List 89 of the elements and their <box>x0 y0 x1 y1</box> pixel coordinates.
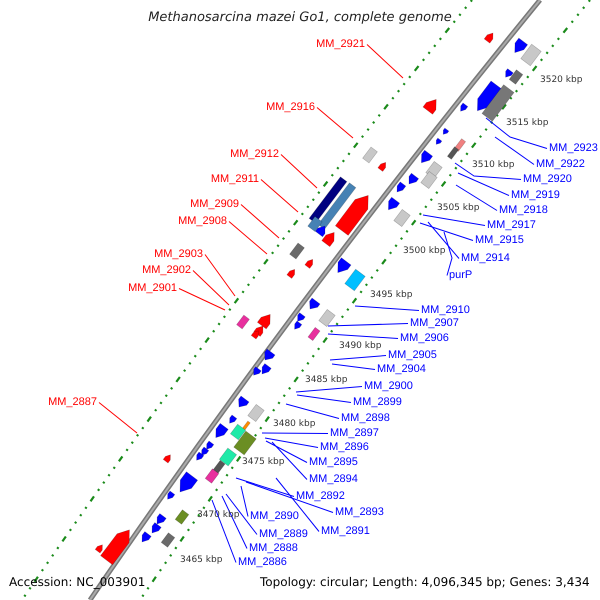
gene-label: MM_2891 <box>321 525 370 538</box>
scale-label: 3515 kbp <box>506 118 548 129</box>
gene-label: MM_2888 <box>249 542 298 555</box>
gene-label: MM_2901 <box>128 282 177 295</box>
scale-label: 3510 kbp <box>472 160 514 171</box>
gene-label: MM_2893 <box>335 506 384 519</box>
leader-line <box>444 232 452 276</box>
leader-line <box>328 323 408 326</box>
leader-line <box>454 162 522 180</box>
gene-label: MM_2898 <box>341 412 390 425</box>
leader-line <box>276 478 320 532</box>
gene-label: MM_2919 <box>511 189 560 202</box>
leader-line <box>420 222 474 241</box>
leader-line <box>240 204 280 238</box>
leader-line <box>226 494 258 535</box>
scale-label: 3480 kbp <box>273 419 316 430</box>
scale-label: 3500 kbp <box>403 246 446 257</box>
gene-label: MM_2905 <box>388 349 437 362</box>
leader-line <box>228 221 268 254</box>
gene-label: MM_2902 <box>142 264 191 277</box>
leader-line <box>178 288 226 310</box>
leader-line <box>330 355 386 360</box>
leader-line <box>428 222 460 259</box>
leader-line <box>456 184 498 211</box>
leader-line <box>286 404 340 419</box>
leader-line <box>280 154 318 188</box>
leader-line <box>264 438 318 448</box>
gene-label: MM_2916 <box>266 101 315 114</box>
leader-line <box>272 442 308 480</box>
leader-line <box>486 118 548 149</box>
leader-line <box>316 107 354 138</box>
gene-label: MM_2903 <box>154 248 203 261</box>
leader-line <box>266 440 308 463</box>
gene-label: purP <box>449 269 472 282</box>
leader-line <box>192 270 230 306</box>
gene-label: MM_2904 <box>377 363 426 376</box>
leader-line <box>366 44 404 78</box>
gene-label: MM_2922 <box>536 158 585 171</box>
gene-label: MM_2918 <box>499 204 548 217</box>
leader-line <box>296 386 362 392</box>
gene-label: MM_2890 <box>250 510 299 523</box>
leader-line <box>422 214 486 226</box>
gene-label: MM_2909 <box>190 198 239 211</box>
gene-label: MM_2920 <box>523 173 572 186</box>
gene-label: MM_2921 <box>316 38 365 51</box>
gene-label: MM_2910 <box>421 304 470 317</box>
leader-line <box>332 364 376 370</box>
leader-line <box>458 172 510 196</box>
gene-label: MM_2897 <box>330 427 379 440</box>
gene-label: MM_2923 <box>549 142 598 155</box>
footer-text: Accession: NC_003901 <box>9 575 146 589</box>
gene-label: MM_2900 <box>364 380 413 393</box>
gene-label: MM_2917 <box>487 219 536 232</box>
leader-line <box>222 496 248 549</box>
gene-label: MM_2896 <box>320 441 369 454</box>
gene-label: MM_2889 <box>259 528 308 541</box>
gene-label: MM_2911 <box>210 173 259 186</box>
gene-label: MM_2892 <box>296 490 345 503</box>
leader-line <box>260 179 298 212</box>
gene-label: MM_2906 <box>400 332 449 345</box>
gene-label: MM_2886 <box>238 556 287 569</box>
leader-line <box>236 478 294 497</box>
gene-label: MM_2908 <box>178 215 227 228</box>
leader-line <box>204 254 236 296</box>
leader-line <box>494 136 534 165</box>
gene-label: MM_2899 <box>353 396 402 409</box>
leader-line <box>354 306 420 311</box>
footer-text: Topology: circular; Length: 4,096,345 bp; Genes: 3,434 <box>260 575 590 589</box>
leader-line <box>296 394 352 403</box>
scale-label: 3505 kbp <box>437 203 480 214</box>
gene-label: MM_2895 <box>309 456 358 469</box>
scale-label: 3520 kbp <box>540 75 582 86</box>
leader-line <box>262 432 328 434</box>
scale-label: 3465 kbp <box>180 555 222 566</box>
scale-label: 3495 kbp <box>370 290 412 301</box>
leader-line <box>98 402 138 434</box>
gene-label: MM_2915 <box>475 234 524 247</box>
gene-label: MM_2887 <box>48 396 97 409</box>
scale-label: 3475 kbp <box>242 457 284 468</box>
gene-label: MM_2914 <box>461 252 510 265</box>
leader-line <box>240 486 248 517</box>
map-title: Methanosarcina mazei Go1, complete genome <box>147 10 453 26</box>
leader-line <box>246 482 334 513</box>
scale-label: 3485 kbp <box>305 375 348 386</box>
scale-label: 3490 kbp <box>339 341 382 352</box>
gene-label: MM_2912 <box>230 148 279 161</box>
leader-line <box>328 334 398 339</box>
gene-label: MM_2907 <box>410 317 459 330</box>
gene-label: MM_2894 <box>309 473 358 486</box>
